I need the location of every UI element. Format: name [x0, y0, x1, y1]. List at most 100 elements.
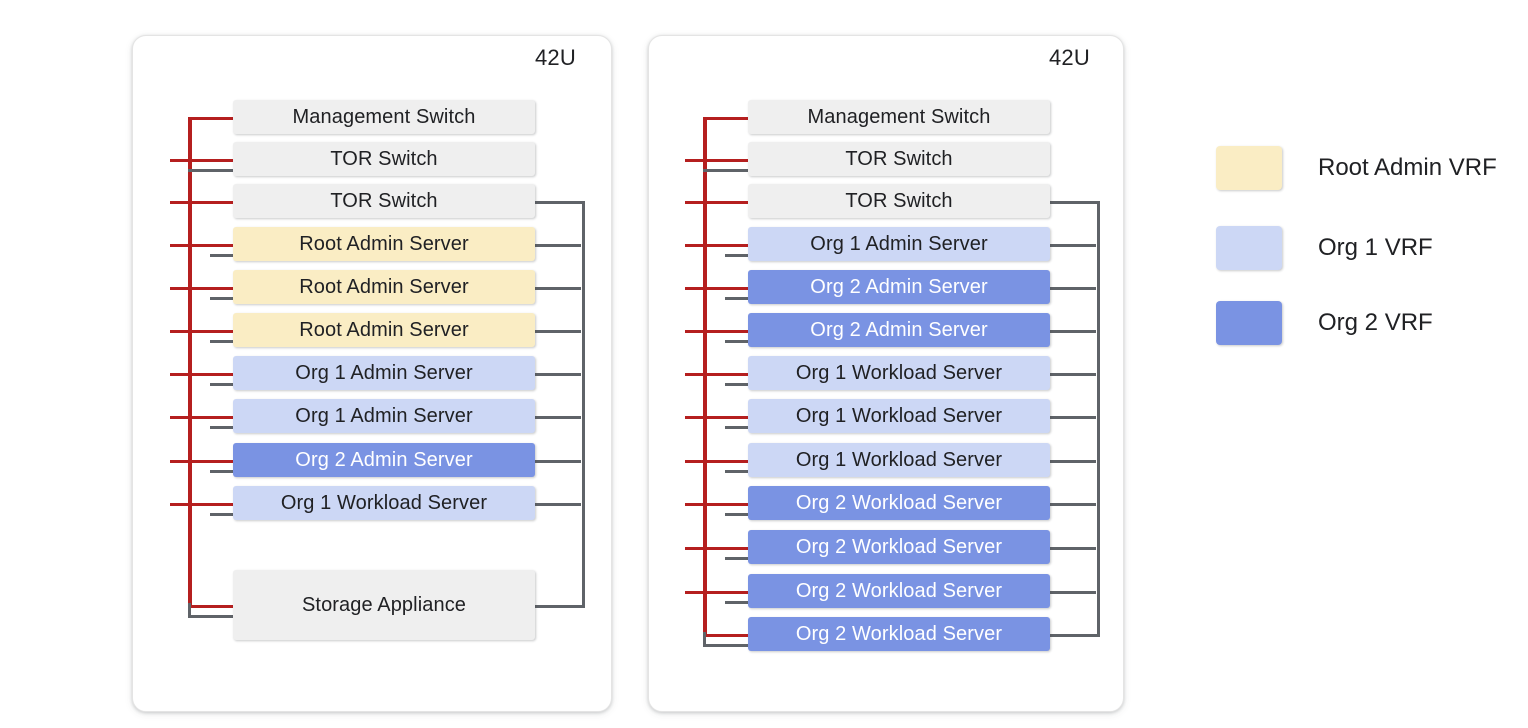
management-wire-3: [170, 244, 233, 247]
rack-unit-label: Org 1 Workload Server: [795, 448, 1003, 471]
data-wire-left-10: [725, 557, 748, 560]
rack-unit-right-2[interactable]: TOR Switch: [748, 184, 1050, 218]
rack-unit-right-11[interactable]: Org 2 Workload Server: [748, 574, 1050, 608]
rack-unit-label: Org 2 Admin Server: [810, 275, 988, 298]
legend-item-2: Org 2 VRF: [1216, 301, 1433, 345]
management-wire-7: [170, 416, 233, 419]
rack-capacity-label: 42U: [1049, 45, 1090, 70]
management-wire-9: [170, 503, 233, 506]
data-wire-left-4: [725, 297, 748, 300]
rack-unit-right-4[interactable]: Org 2 Admin Server: [748, 270, 1050, 304]
rack-unit-left-7[interactable]: Org 1 Admin Server: [233, 399, 535, 433]
data-wire-left-corner: [703, 632, 706, 646]
rack-unit-label: TOR Switch: [845, 189, 953, 212]
data-wire-right-4: [535, 287, 581, 290]
legend-label: Org 2 VRF: [1318, 309, 1433, 336]
data-wire-right-10: [535, 605, 582, 608]
rack-unit-label: Root Admin Server: [299, 318, 469, 341]
data-wire-right-5: [1050, 330, 1096, 333]
data-wire-left-10: [188, 615, 233, 618]
data-wire-left-5: [725, 340, 748, 343]
data-wire-left-9: [725, 513, 748, 516]
management-wire-3: [685, 244, 748, 247]
rack-unit-right-12[interactable]: Org 2 Workload Server: [748, 617, 1050, 651]
management-wire-2: [685, 201, 748, 204]
management-wire-8: [685, 460, 748, 463]
rack-unit-left-3[interactable]: Root Admin Server: [233, 227, 535, 261]
data-wire-left-5: [210, 340, 233, 343]
rack-unit-label: Org 1 Admin Server: [810, 232, 988, 255]
legend-swatch-2: [1216, 301, 1282, 345]
data-wire-left-1: [703, 169, 748, 172]
rack-unit-left-9[interactable]: Org 1 Workload Server: [233, 486, 535, 520]
management-wire-6: [685, 373, 748, 376]
data-wire-right-12: [1050, 634, 1097, 637]
rack-unit-label: Org 2 Admin Server: [810, 318, 988, 341]
rack-unit-label: Org 2 Workload Server: [795, 579, 1003, 602]
rack-unit-label: Org 1 Admin Server: [295, 404, 473, 427]
management-wire-9: [685, 503, 748, 506]
management-wire-11: [685, 591, 748, 594]
management-wire-10: [685, 547, 748, 550]
rack-unit-label: Org 2 Workload Server: [795, 535, 1003, 558]
rack-unit-left-1[interactable]: TOR Switch: [233, 142, 535, 176]
data-bus-trunk: [1097, 201, 1100, 637]
rack-unit-left-8[interactable]: Org 2 Admin Server: [233, 443, 535, 477]
data-wire-left-corner: [188, 603, 191, 617]
management-wire-0: [188, 117, 233, 120]
rack-unit-right-5[interactable]: Org 2 Admin Server: [748, 313, 1050, 347]
data-wire-right-2: [1050, 201, 1097, 204]
data-wire-left-8: [725, 470, 748, 473]
data-wire-left-9: [210, 513, 233, 516]
data-wire-right-8: [1050, 460, 1096, 463]
management-wire-10: [188, 605, 233, 608]
rack-unit-left-10[interactable]: Storage Appliance: [233, 570, 535, 640]
legend-swatch-1: [1216, 226, 1282, 270]
data-wire-left-7: [210, 426, 233, 429]
management-wire-6: [170, 373, 233, 376]
data-wire-right-4: [1050, 287, 1096, 290]
data-wire-left-7: [725, 426, 748, 429]
data-wire-left-12: [703, 644, 748, 647]
rack-unit-left-4[interactable]: Root Admin Server: [233, 270, 535, 304]
rack-unit-label: Root Admin Server: [299, 275, 469, 298]
rack-unit-left-6[interactable]: Org 1 Admin Server: [233, 356, 535, 390]
management-wire-5: [685, 330, 748, 333]
rack-unit-right-6[interactable]: Org 1 Workload Server: [748, 356, 1050, 390]
rack-unit-right-8[interactable]: Org 1 Workload Server: [748, 443, 1050, 477]
data-wire-right-6: [535, 373, 581, 376]
rack-capacity-label: 42U: [535, 45, 576, 70]
legend-item-0: Root Admin VRF: [1216, 146, 1497, 190]
rack-unit-right-9[interactable]: Org 2 Workload Server: [748, 486, 1050, 520]
data-wire-right-5: [535, 330, 581, 333]
data-wire-right-9: [535, 503, 581, 506]
management-wire-2: [170, 201, 233, 204]
rack-unit-label: Storage Appliance: [301, 593, 467, 616]
data-wire-right-10: [1050, 547, 1096, 550]
data-wire-right-2: [535, 201, 582, 204]
data-wire-left-4: [210, 297, 233, 300]
data-wire-left-6: [210, 383, 233, 386]
rack-unit-left-2[interactable]: TOR Switch: [233, 184, 535, 218]
rack-unit-left-0[interactable]: Management Switch: [233, 100, 535, 134]
data-wire-right-8: [535, 460, 581, 463]
data-wire-left-11: [725, 601, 748, 604]
rack-unit-left-5[interactable]: Root Admin Server: [233, 313, 535, 347]
data-wire-right-3: [1050, 244, 1096, 247]
data-wire-right-9: [1050, 503, 1096, 506]
rack-unit-label: Org 2 Workload Server: [795, 491, 1003, 514]
management-wire-1: [170, 159, 233, 162]
management-wire-8: [170, 460, 233, 463]
rack-unit-right-1[interactable]: TOR Switch: [748, 142, 1050, 176]
legend-item-1: Org 1 VRF: [1216, 226, 1433, 270]
legend-label: Org 1 VRF: [1318, 234, 1433, 261]
rack-unit-label: TOR Switch: [330, 189, 438, 212]
rack-unit-right-7[interactable]: Org 1 Workload Server: [748, 399, 1050, 433]
data-bus-trunk: [582, 201, 585, 608]
management-wire-5: [170, 330, 233, 333]
rack-unit-right-10[interactable]: Org 2 Workload Server: [748, 530, 1050, 564]
rack-unit-label: TOR Switch: [845, 147, 953, 170]
management-wire-12: [703, 634, 748, 637]
rack-unit-right-3[interactable]: Org 1 Admin Server: [748, 227, 1050, 261]
rack-unit-right-0[interactable]: Management Switch: [748, 100, 1050, 134]
